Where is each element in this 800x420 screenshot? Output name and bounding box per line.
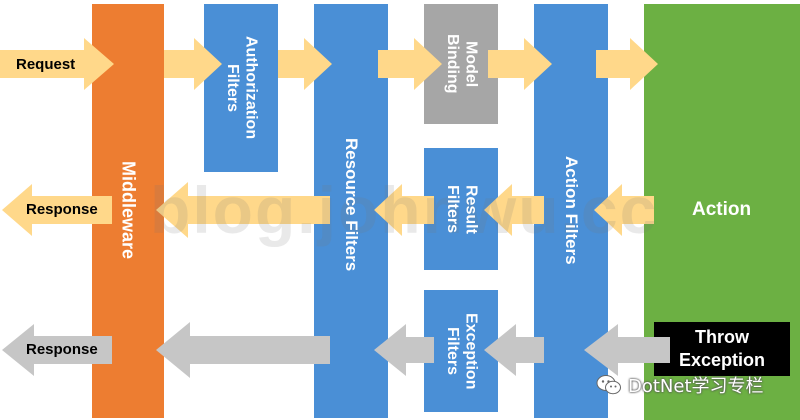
watermark: blog.johnwu.cc xyxy=(150,173,659,247)
model-binding-text: Model Binding xyxy=(444,34,480,94)
resource-filters-label: Resource Filters xyxy=(314,100,388,310)
response-arrow-to-middleware xyxy=(156,182,330,238)
request-arrow-to-model-binding xyxy=(378,38,442,90)
middleware-text: Middleware xyxy=(118,160,139,260)
resource-filters-text: Resource Filters xyxy=(341,138,361,272)
exception-arrow-out xyxy=(2,324,112,376)
request-label: Request xyxy=(16,56,76,73)
request-arrow-to-resource xyxy=(278,38,332,90)
response-arrow-to-resource-filters xyxy=(374,184,434,236)
wechat-icon xyxy=(596,375,621,395)
middleware-label: Middleware xyxy=(92,60,164,360)
request-arrow-to-action-filters xyxy=(488,38,552,90)
response-arrow-from-action xyxy=(594,184,654,236)
request-arrow-to-action xyxy=(596,38,658,90)
request-arrow-to-authorization xyxy=(164,38,222,90)
action-filters-text: Action Filters xyxy=(561,155,581,265)
request-arrow xyxy=(0,38,114,90)
exception-filters-text: Exception Filters xyxy=(444,312,480,390)
throw-exception-box xyxy=(654,322,790,376)
exception-arrow-to-middleware xyxy=(156,322,330,378)
throw-exception-label: Throw Exception xyxy=(678,327,766,370)
response-arrow-out xyxy=(2,184,112,236)
result-filters-text: Result Filters xyxy=(444,184,480,234)
action-filters-label: Action Filters xyxy=(534,110,608,310)
exception-arrow-to-exception-filters xyxy=(484,324,544,376)
authorization-filters-box xyxy=(204,4,278,172)
result-filters-label: Result Filters xyxy=(424,150,498,268)
model-binding-label: Model Binding xyxy=(424,6,498,122)
response-arrow-to-result-filters xyxy=(484,184,544,236)
response-label-top: Response xyxy=(26,201,98,218)
exception-arrow-from-action xyxy=(584,324,670,376)
footer-text: DotNet学习专栏 xyxy=(628,376,764,397)
exception-arrow-to-resource-filters xyxy=(374,324,434,376)
exception-filters-label: Exception Filters xyxy=(424,292,498,410)
authorization-filters-label: Authorization Filters xyxy=(204,6,278,170)
response-label-bottom: Response xyxy=(26,341,98,358)
footer-badge: DotNet学习专栏 xyxy=(596,372,764,398)
action-label: Action xyxy=(692,199,752,220)
authorization-filters-text: Authorization Filters xyxy=(224,36,260,140)
